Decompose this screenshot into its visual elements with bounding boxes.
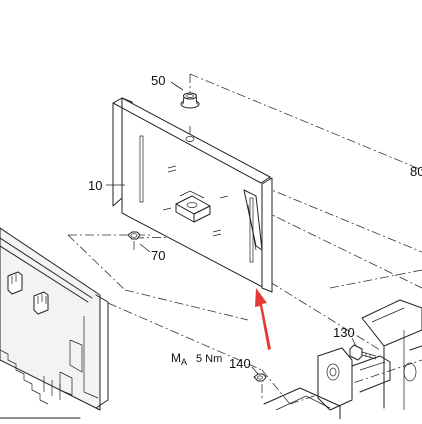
callout-50: 50 xyxy=(151,73,165,88)
right-assembly xyxy=(263,299,422,420)
nut-part-70 xyxy=(127,231,141,250)
screw-part-130 xyxy=(349,344,377,361)
torque-symbol: MA xyxy=(171,351,187,367)
nut-part-140 xyxy=(253,373,267,382)
callout-130: 130 xyxy=(333,325,355,340)
torque-value: 5 Nm xyxy=(196,353,222,365)
connector-blocks xyxy=(7,271,49,315)
grommet-part-50 xyxy=(180,92,200,109)
threaded-studs xyxy=(162,165,229,237)
callout-70: 70 xyxy=(151,248,165,263)
mounting-plate-part-10 xyxy=(112,97,273,293)
torque-spec: MA 5 Nm xyxy=(171,351,222,367)
center-bracket xyxy=(175,190,211,223)
callout-80: 80 xyxy=(410,164,422,179)
callout-10: 10 xyxy=(88,178,102,193)
left-assembly xyxy=(0,227,109,419)
leader-lines xyxy=(106,81,357,375)
callout-labels: 50 10 70 80 130 140 xyxy=(88,73,422,371)
install-direction-arrow-icon xyxy=(255,288,271,350)
callout-140: 140 xyxy=(229,356,251,371)
